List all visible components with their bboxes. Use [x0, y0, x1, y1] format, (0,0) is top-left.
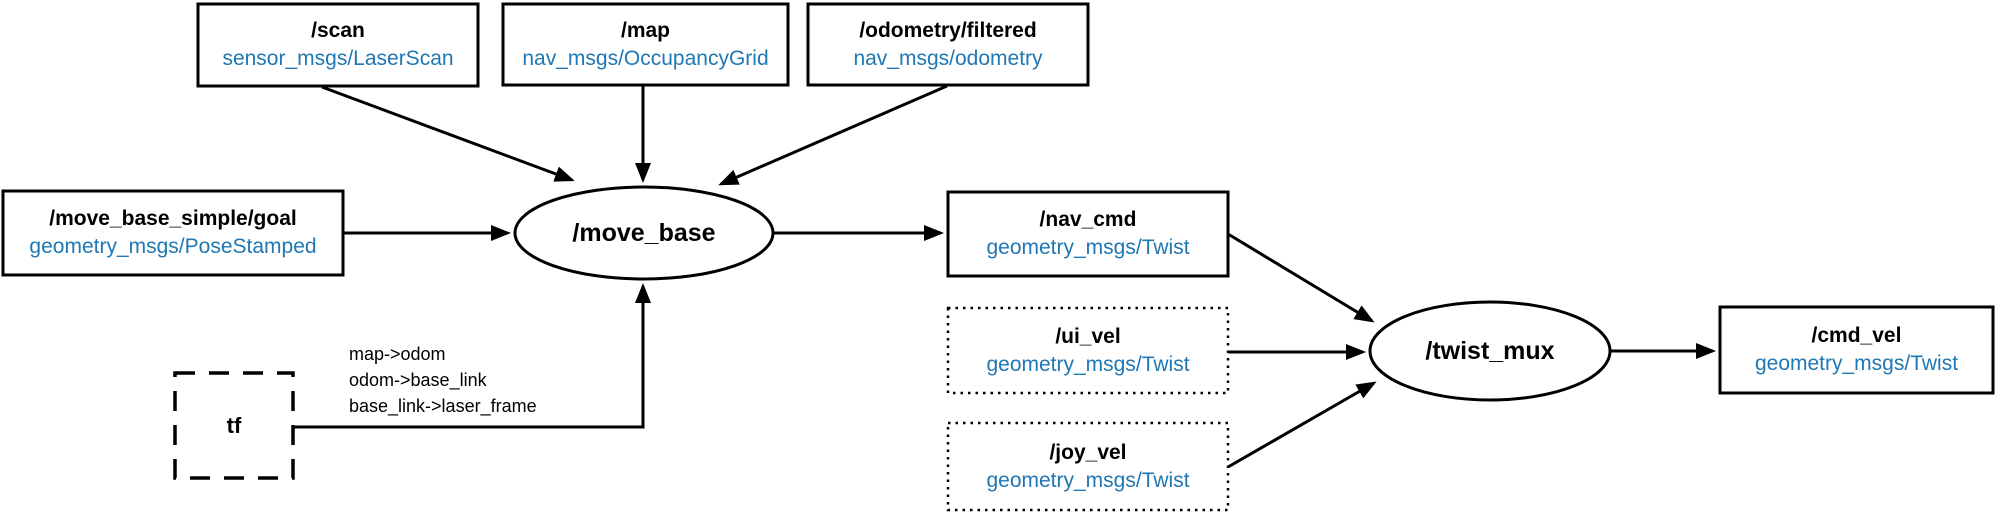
tf-transform-annotations: map->odom odom->base_link base_link->las…: [349, 341, 537, 419]
scan-topic-label: /scan sensor_msgs/LaserScan: [198, 4, 478, 86]
topic-type: geometry_msgs/Twist: [986, 352, 1190, 376]
node-name: /move_base: [572, 218, 716, 247]
topic-type: nav_msgs/OccupancyGrid: [522, 46, 769, 70]
odometry-topic-box: [806, 2, 1090, 87]
nav-cmd-topic-box: [946, 190, 1230, 278]
move-base-node-label: /move_base: [515, 187, 773, 279]
goal-topic-label: /move_base_simple/goal geometry_msgs/Pos…: [3, 191, 343, 275]
node-name: /twist_mux: [1425, 336, 1555, 365]
node-name: tf: [226, 412, 242, 438]
goal-topic-box: [1, 189, 345, 277]
edge-joy-vel-to-twist-mux: [1227, 381, 1377, 469]
tf-node-box: [173, 371, 295, 480]
edge-odometry-to-move-base: [718, 84, 948, 186]
topic-name: /nav_cmd: [1039, 208, 1137, 231]
topic-name: /scan: [311, 19, 365, 42]
topic-type: geometry_msgs/Twist: [986, 468, 1190, 492]
topic-type: sensor_msgs/LaserScan: [222, 47, 454, 70]
tf-transform-line: map->odom: [349, 344, 446, 364]
edges: [293, 84, 1716, 469]
topic-name: /cmd_vel: [1811, 324, 1902, 347]
topic-name: /joy_vel: [1049, 440, 1127, 464]
topic-type: geometry_msgs/PoseStamped: [29, 235, 317, 258]
odometry-topic-label: /odometry/filtered nav_msgs/odometry: [808, 4, 1088, 85]
edge-scan-to-move-base: [321, 85, 575, 182]
tf-node-label: tf: [175, 373, 293, 478]
ui-vel-topic-label: /ui_vel geometry_msgs/Twist: [948, 308, 1228, 393]
tf-transform-line: base_link->laser_frame: [349, 396, 537, 416]
cmd-vel-topic-label: /cmd_vel geometry_msgs/Twist: [1720, 307, 1993, 393]
topic-name: /move_base_simple/goal: [49, 207, 297, 230]
joy-vel-topic-box: [946, 421, 1230, 512]
topic-name: /odometry/filtered: [859, 18, 1037, 42]
map-topic-box: [501, 2, 790, 87]
move-base-node-ellipse: [513, 185, 775, 281]
edge-nav-cmd-to-twist-mux: [1227, 232, 1375, 323]
topic-name: /ui_vel: [1055, 324, 1121, 348]
topic-type: geometry_msgs/Twist: [1754, 352, 1959, 375]
nav-cmd-topic-label: /nav_cmd geometry_msgs/Twist: [948, 192, 1228, 276]
topic-type: geometry_msgs/Twist: [986, 236, 1190, 259]
joy-vel-topic-label: /joy_vel geometry_msgs/Twist: [948, 423, 1228, 510]
twist-mux-node-ellipse: [1368, 300, 1612, 402]
topic-type: nav_msgs/odometry: [853, 46, 1043, 70]
tf-transform-line: odom->base_link: [349, 370, 487, 390]
scan-topic-box: [196, 2, 480, 88]
edge-tf-to-move-base: [293, 283, 651, 429]
cmd-vel-topic-box: [1718, 305, 1995, 395]
map-topic-label: /map nav_msgs/OccupancyGrid: [503, 4, 788, 85]
ui-vel-topic-box: [946, 306, 1230, 395]
topic-name: /map: [620, 18, 670, 42]
twist-mux-node-label: /twist_mux: [1370, 302, 1610, 400]
